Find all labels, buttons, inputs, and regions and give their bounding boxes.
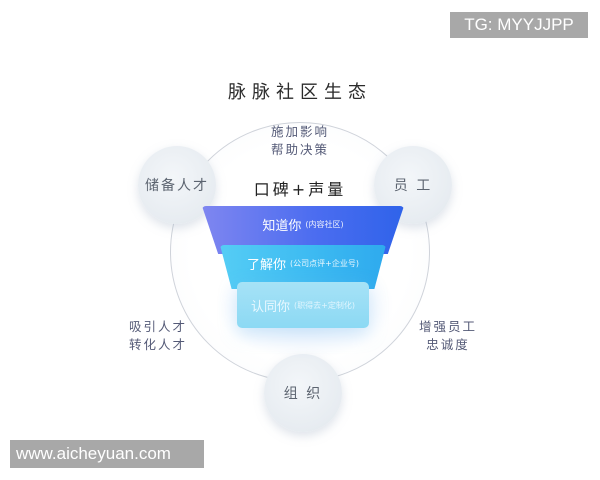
node-employees-label: 员 工	[393, 178, 433, 194]
funnel-tier-understand: 了解你 (公司点评+企业号)	[220, 245, 386, 289]
ring-top-line-2: 帮助决策	[270, 142, 329, 157]
node-talent-reserve-label: 储备人才	[145, 178, 209, 194]
funnel-tier-approve: 认同你 (职得去+定制化)	[237, 282, 369, 328]
funnel-tier-know-sub: (内容社区)	[305, 219, 344, 229]
node-organization: 组 织	[264, 354, 342, 432]
ring-top-text: 施加影响 帮助决策	[250, 123, 350, 159]
ring-left-line-1: 吸引人才	[128, 319, 187, 334]
watermark-tg: TG: MYYJJPP	[450, 12, 588, 38]
funnel-tier-know-label: 知道你	[262, 218, 302, 234]
ring-top-line-1: 施加影响	[270, 124, 329, 139]
funnel-tier-understand-sub: (公司点评+企业号)	[290, 258, 359, 268]
funnel-tier-understand-label: 了解你	[247, 257, 287, 273]
node-talent-reserve: 储备人才	[138, 146, 216, 224]
funnel-tier-approve-sub: (职得去+定制化)	[294, 300, 355, 310]
center-label: 口碑+声量	[253, 180, 347, 199]
ring-left-line-2: 转化人才	[128, 337, 187, 352]
funnel-tier-approve-label: 认同你	[251, 299, 291, 315]
node-organization-label: 组 织	[283, 386, 323, 402]
ring-right-text: 增强员工 忠诚度	[408, 318, 488, 354]
ring-right-line-1: 增强员工	[418, 319, 477, 334]
ring-right-line-2: 忠诚度	[426, 337, 470, 352]
diagram-title: 脉脉社区生态	[228, 82, 372, 103]
watermark-site: www.aicheyuan.com	[10, 440, 204, 468]
ring-left-text: 吸引人才 转化人才	[118, 318, 198, 354]
